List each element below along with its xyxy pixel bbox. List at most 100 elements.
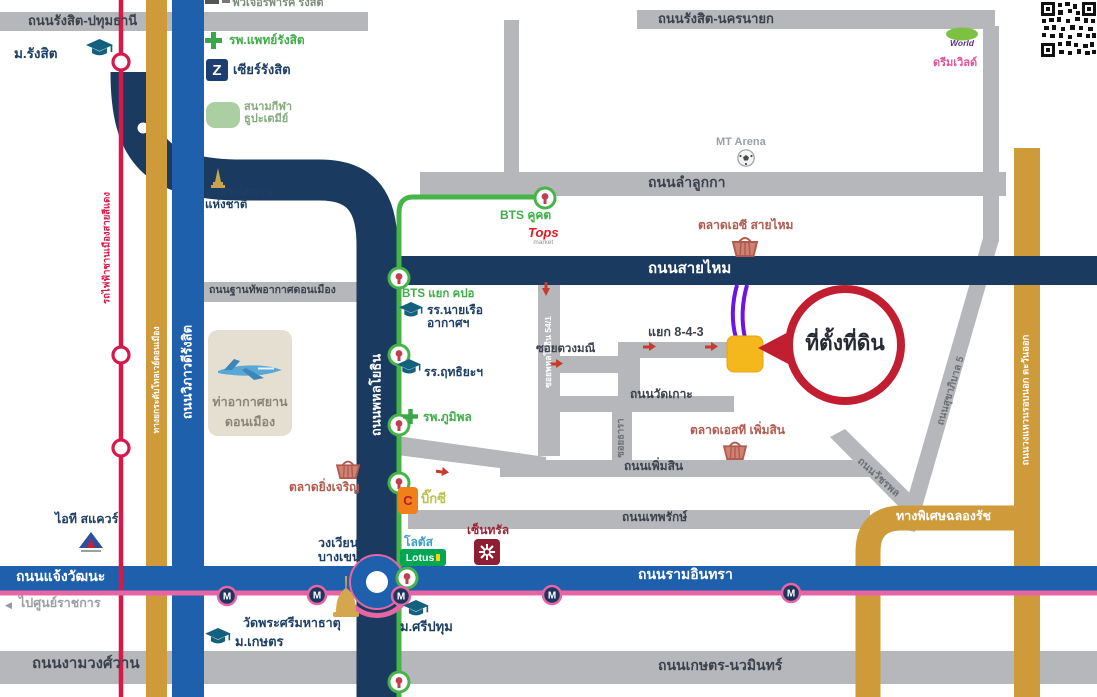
road-air-force-base	[203, 282, 360, 302]
airport-line2: ดอนเมือง	[224, 415, 276, 429]
road-sai-mai	[397, 256, 1097, 285]
navy-academy-line1: รร.นายเรือ	[427, 303, 483, 317]
dream-world-logo-text: World	[950, 38, 975, 48]
zeer-letter: Z	[212, 61, 222, 79]
label-srt-red-line: รถไฟฟ้าชานเมืองสายสีแดง	[101, 192, 113, 304]
hospital-cross-icon	[403, 409, 418, 429]
label-bts-yaek-kpo: BTS แยก คปอ	[402, 288, 475, 300]
land-plot-marker	[726, 335, 764, 373]
road-label-thep-rak: ถนนเทพรักษ์	[622, 510, 688, 524]
soccer-ball-icon	[737, 149, 755, 172]
stupa-icon	[331, 576, 361, 627]
road-phoem-sin	[500, 460, 872, 477]
label-st-market: ตลาดเอสที เพิ่มสิน	[690, 423, 786, 437]
zeer-logo: Z	[206, 59, 228, 81]
label-bts-khu-khot: BTS คูคต	[500, 208, 552, 222]
road-label-outer-ring: ถนนวงแหวนรอบนอก ตะวันออก	[1020, 334, 1032, 466]
market-basket-icon	[730, 233, 760, 262]
stadium-line2: ธูปะเตมีย์	[244, 113, 289, 126]
tops-logo-text: Tops	[528, 225, 559, 240]
label-junction-843: แยก 8-4-3	[648, 325, 704, 339]
label-to-government-center: ไปศูนย์ราชการ	[19, 596, 101, 610]
road-label-phahonyothin: ถนนพหลโยธิน	[368, 353, 384, 437]
roundabout-center	[366, 571, 388, 593]
label-central: เซ็นทรัล	[467, 523, 510, 537]
road-chalong-rat-expressway	[855, 505, 1040, 697]
road-soi-tuang-mani	[538, 356, 640, 373]
don-mueang-airport-box: ท่าอากาศยาน ดอนเมือง	[208, 330, 292, 436]
callout-label: ที่ตั้งที่ดิน	[805, 332, 885, 356]
market-basket-icon	[334, 457, 362, 484]
road-label-tollway: ทางยกระดับโทลเวย์ดอนเมือง	[150, 326, 161, 434]
tops-logo: Tops market	[528, 225, 559, 246]
label-wongwian-bang-khen: วงเวียน บางเขน	[318, 536, 360, 564]
label-mt-arena: MT Arena	[716, 136, 766, 148]
stadium-icon	[206, 102, 240, 128]
graduation-cap-icon	[86, 39, 113, 63]
label-dream-world: ดรีมเวิลด์	[933, 57, 978, 69]
road-label-wat-ko: ถนนวัดเกาะ	[630, 387, 693, 401]
tops-logo-sub: market	[533, 238, 554, 246]
memorial-roundabout-dot	[137, 122, 149, 134]
stadium-line1: สนามกีฬา	[244, 101, 293, 113]
m-letter: M	[787, 589, 795, 600]
airplane-icon	[216, 356, 284, 387]
road-label-phoem-sin: ถนนเพิ่มสิน	[624, 459, 684, 473]
label-bhumibol-hospital: รพ.ภูมิพล	[423, 410, 472, 424]
access-line-2	[740, 284, 749, 339]
access-line-1	[730, 284, 739, 339]
big-c-logo: C	[398, 487, 418, 514]
label-national-memorial: อนุสรณ์สถาน แห่งชาติ	[205, 186, 272, 212]
label-airport: ท่าอากาศยาน ดอนเมือง	[208, 392, 292, 432]
road-watcharaphon	[830, 429, 933, 525]
road-label-ngam-wong-wan: ถนนงามวงศ์วาน	[32, 655, 140, 672]
label-sripatum-university: ม.ศรีปทุม	[400, 619, 453, 634]
road-label-rangsit-nakhonnayok: ถนนรังสิต-นครนายก	[658, 11, 774, 26]
wongwian-line2: บางเขน	[318, 550, 361, 564]
mrt-stations: M M M M M	[216, 582, 802, 607]
qr-code	[1039, 0, 1097, 58]
big-c-letter: C	[403, 493, 413, 508]
label-lotus-thai: โลตัส	[404, 535, 433, 549]
graduation-cap-icon	[399, 302, 423, 324]
road-right-vertical	[983, 26, 999, 242]
m-letter: M	[397, 592, 405, 603]
memorial-line2: แห่งชาติ	[205, 198, 248, 211]
road-label-chalong-rat: ทางพิเศษฉลองรัช	[896, 509, 992, 523]
road-label-soi-tuang-mani: ซอยตวงมณี	[536, 343, 596, 355]
lotus-yellow-mark	[436, 554, 441, 561]
road-label-vibhavadi: ถนนวิภาวดีรังสิต	[179, 324, 195, 420]
label-rangsit-university: ม.รังสิต	[14, 46, 58, 61]
dream-world-logo: World	[944, 27, 980, 54]
label-it-square: ไอที สแควร์	[55, 512, 119, 526]
graduation-cap-icon	[397, 359, 421, 381]
label-zeer-rangsit: เซียร์รังสิต	[233, 62, 291, 77]
road-thep-rak	[408, 510, 870, 529]
road-label-kaset-nawamin: ถนนเกษตร-นวมินทร์	[658, 657, 783, 673]
wongwian-line1: วงเวียน	[318, 536, 359, 550]
memorial-line1: อนุสรณ์สถาน	[205, 186, 272, 198]
left-arrow-icon: ◀	[5, 600, 12, 610]
label-thupatemi-stadium: สนามกีฬา ธูปะเตมีย์	[244, 101, 292, 126]
m-letter: M	[313, 591, 321, 602]
graduation-cap-icon	[403, 600, 429, 623]
road-lam-luk-ka	[420, 172, 1006, 196]
m-letter: M	[548, 591, 556, 602]
airport-line1: ท่าอากาศยาน	[212, 395, 288, 409]
label-navy-air-academy: รร.นายเรือ อากาศฯ	[427, 303, 483, 331]
lotus-logo-text: Lotus	[405, 551, 435, 564]
top-cut-graphic	[205, 0, 219, 4]
road-tollway	[146, 0, 167, 697]
one-way-arrows	[435, 282, 718, 476]
top-cut-graphic	[222, 0, 230, 3]
road-khukhot-connector	[504, 20, 519, 198]
red-line-station	[111, 345, 131, 365]
road-label-ram-inthra: ถนนรามอินทรา	[638, 566, 733, 582]
road-label-soi-thara: ซอยธารา	[615, 418, 627, 458]
road-sukhaphiban5	[899, 238, 999, 532]
m-letter: M	[223, 592, 231, 603]
central-logo	[474, 539, 500, 565]
monument-icon	[209, 168, 227, 193]
